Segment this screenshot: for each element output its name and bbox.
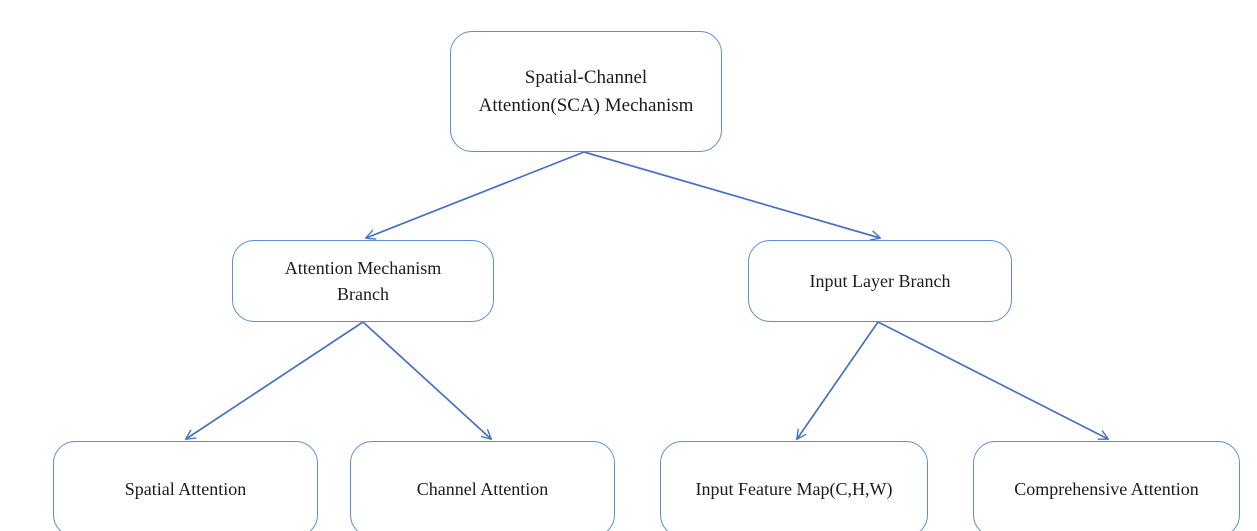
node-label: Input Layer Branch: [809, 270, 951, 291]
node-label: Channel Attention: [416, 478, 549, 499]
node-label: Comprehensive Attention: [1014, 478, 1199, 499]
edge-input-layer-to-comprehensive-attention: [877, 321, 1110, 440]
node-input-layer-branch[interactable]: Input Layer Branch: [748, 240, 1012, 322]
node-label: Input Feature Map(C,H,W): [695, 478, 893, 499]
edge-root-to-input-layer-branch: [583, 151, 882, 241]
edge-attention-branch-to-channel-attention: [362, 321, 493, 440]
node-channel-attention[interactable]: Channel Attention: [350, 441, 615, 531]
node-label: Spatial Attention: [124, 478, 247, 499]
node-label: Spatial-Channel Attention(SCA) Mechanism: [478, 66, 694, 116]
node-sca-mechanism[interactable]: Spatial-Channel Attention(SCA) Mechanism: [450, 31, 722, 152]
node-label: Attention Mechanism Branch: [284, 257, 442, 304]
node-input-feature-map[interactable]: Input Feature Map(C,H,W): [660, 441, 928, 531]
edge-root-to-attention-branch: [364, 151, 585, 240]
edge-input-layer-to-input-feature-map: [796, 321, 879, 441]
node-comprehensive-attention[interactable]: Comprehensive Attention: [973, 441, 1240, 531]
node-spatial-attention[interactable]: Spatial Attention: [53, 441, 318, 531]
edge-attention-branch-to-spatial-attention: [184, 321, 364, 440]
node-attention-mechanism-branch[interactable]: Attention Mechanism Branch: [232, 240, 494, 322]
